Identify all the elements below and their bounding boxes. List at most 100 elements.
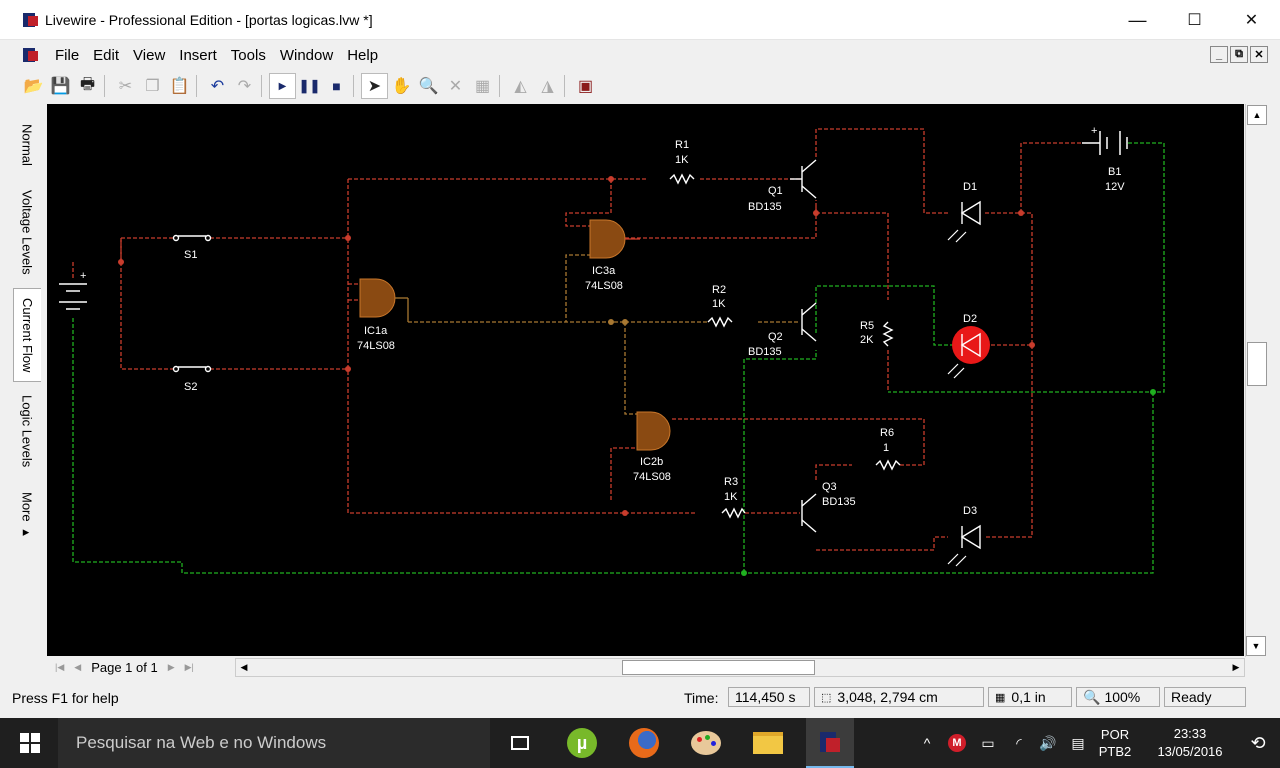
redo-icon[interactable]: ↷ [237, 78, 252, 95]
windows-start-icon[interactable] [20, 733, 40, 753]
document-icon[interactable] [22, 46, 40, 64]
menu-file[interactable]: File [55, 46, 80, 64]
and-gate-ic1a[interactable] [359, 278, 396, 318]
wire-mid [408, 254, 800, 415]
q1-type-label: BD135 [748, 201, 782, 213]
select-arrow-icon[interactable]: ➤ [361, 73, 388, 99]
cut-icon[interactable]: ✂ [118, 78, 133, 95]
menu-tools[interactable]: Tools [230, 46, 266, 64]
toolbar-separator [196, 75, 204, 97]
keyboard-layout: PTB2 [1098, 744, 1132, 759]
utorrent-icon[interactable]: µ [558, 718, 606, 768]
time-value: 114,450 s [728, 687, 810, 707]
firefox-icon[interactable] [620, 718, 668, 768]
resistor-r2[interactable] [707, 316, 733, 328]
last-page-icon[interactable]: ▶| [184, 662, 194, 672]
horizontal-scroll-thumb[interactable] [622, 660, 815, 675]
gallery-icon[interactable]: ▣ [577, 78, 594, 95]
tab-logic-levels[interactable]: Logic Levels [19, 394, 35, 468]
tray-expand-icon[interactable]: ^ [923, 735, 931, 751]
tab-normal[interactable]: Normal [19, 124, 35, 166]
notifications-tray-icon[interactable]: ▤ [1071, 734, 1085, 751]
play-icon[interactable]: ▶ [269, 73, 296, 99]
maximize-button[interactable]: ☐ [1187, 12, 1202, 29]
close-button[interactable]: ✕ [1244, 12, 1259, 29]
transistor-q3[interactable] [801, 493, 817, 533]
circuit-canvas[interactable]: + S1 S2 IC1a 74LS08 IC3a 74LS08 IC2b 74L… [47, 104, 1244, 656]
menu-help[interactable]: Help [347, 46, 379, 64]
flip-icon[interactable]: ◭ [514, 78, 527, 95]
livewire-taskbar-icon[interactable] [806, 718, 854, 768]
paste-icon[interactable]: 📋 [169, 78, 190, 95]
file-explorer-icon[interactable] [744, 718, 792, 768]
pause-icon[interactable]: ❚❚ [298, 78, 321, 93]
tab-more[interactable]: More ▸ [19, 491, 35, 541]
next-page-icon[interactable]: ▶ [167, 662, 175, 672]
transistor-q2[interactable] [801, 302, 817, 342]
and-gate-ic2b[interactable] [636, 411, 671, 451]
wire-high [72, 128, 1082, 551]
prev-page-icon[interactable]: ◀ [74, 662, 82, 672]
paint-icon[interactable] [682, 718, 730, 768]
menu-edit[interactable]: Edit [93, 46, 120, 64]
mdi-close-button[interactable]: ✕ [1250, 46, 1268, 63]
battery-tray-icon[interactable]: ▭ [981, 734, 995, 751]
transistor-q1[interactable] [790, 159, 817, 199]
r6-label: R6 [880, 427, 894, 439]
resistor-r1[interactable] [669, 173, 695, 185]
switch-s1[interactable] [172, 234, 212, 242]
scroll-left-arrow-icon[interactable]: ◀ [240, 662, 248, 672]
mdi-minimize-button[interactable]: _ [1210, 46, 1228, 63]
stop-icon[interactable]: ■ [332, 78, 341, 94]
grid-value: 0,1 in [1011, 689, 1046, 705]
open-icon[interactable]: 📂 [23, 78, 44, 95]
menu-bar: File Edit View Insert Tools Window Help [0, 40, 1280, 70]
copy-icon[interactable]: ❐ [145, 78, 160, 95]
r2-value: 1K [712, 298, 726, 310]
menu-window[interactable]: Window [279, 46, 334, 64]
scroll-down-arrow-icon[interactable]: ▼ [1246, 636, 1266, 656]
mirror-icon[interactable]: ◮ [541, 78, 554, 95]
undo-icon[interactable]: ↶ [210, 78, 225, 95]
taskbar-clock[interactable]: 23:33 13/05/2016 [1144, 718, 1236, 768]
action-center-icon[interactable]: ⟲ [1250, 732, 1266, 753]
language-indicator[interactable]: POR PTB2 [1094, 718, 1136, 768]
wifi-tray-icon[interactable]: ◜ [1016, 734, 1022, 751]
resistor-r5[interactable] [882, 321, 894, 347]
tray-m-icon[interactable]: M [946, 718, 968, 768]
battery-b1[interactable] [1082, 131, 1128, 155]
r6-value: 1 [883, 442, 889, 454]
minimize-button[interactable]: — [1128, 9, 1147, 30]
scroll-up-arrow-icon[interactable]: ▲ [1247, 105, 1267, 125]
taskbar-search-box[interactable]: Pesquisar na Web e no Windows [58, 718, 490, 768]
horizontal-scrollbar[interactable]: ◀ ▶ [235, 658, 1245, 677]
mdi-restore-button[interactable]: ⧉ [1230, 46, 1248, 63]
menu-view[interactable]: View [133, 46, 166, 64]
resistor-r6[interactable] [875, 459, 901, 471]
probe-icon[interactable]: ▦ [474, 78, 491, 95]
vertical-scrollbar[interactable]: ▲ ▼ [1245, 104, 1267, 657]
first-page-icon[interactable]: |◀ [55, 662, 65, 672]
vertical-scroll-thumb[interactable] [1247, 342, 1267, 386]
led-d3[interactable] [947, 524, 981, 567]
livewire-app-icon[interactable] [23, 12, 39, 28]
task-view-icon[interactable] [496, 718, 544, 768]
scroll-right-arrow-icon[interactable]: ▶ [1232, 662, 1240, 672]
q1-label: Q1 [768, 185, 783, 197]
resistor-r3[interactable] [721, 507, 746, 519]
led-d1[interactable] [947, 200, 981, 243]
tab-current-flow[interactable]: Current Flow [13, 288, 41, 382]
tab-voltage-levels[interactable]: Voltage Levels [19, 189, 35, 275]
pan-hand-icon[interactable]: ✋ [391, 78, 412, 95]
print-icon[interactable]: 🖶 [79, 75, 96, 93]
and-gate-ic3a[interactable] [589, 219, 626, 259]
zoom-icon[interactable]: 🔍 [418, 78, 439, 95]
volume-tray-icon[interactable]: 🔊 [1039, 734, 1057, 751]
menu-insert[interactable]: Insert [179, 46, 217, 64]
save-icon[interactable]: 💾 [50, 78, 71, 95]
s2-label: S2 [184, 381, 197, 393]
led-d2[interactable] [947, 326, 990, 379]
coords-field: ⬚ 3,048, 2,794 cm [814, 687, 984, 707]
switch-s2[interactable] [172, 365, 212, 373]
delete-icon[interactable]: ✕ [448, 78, 463, 95]
